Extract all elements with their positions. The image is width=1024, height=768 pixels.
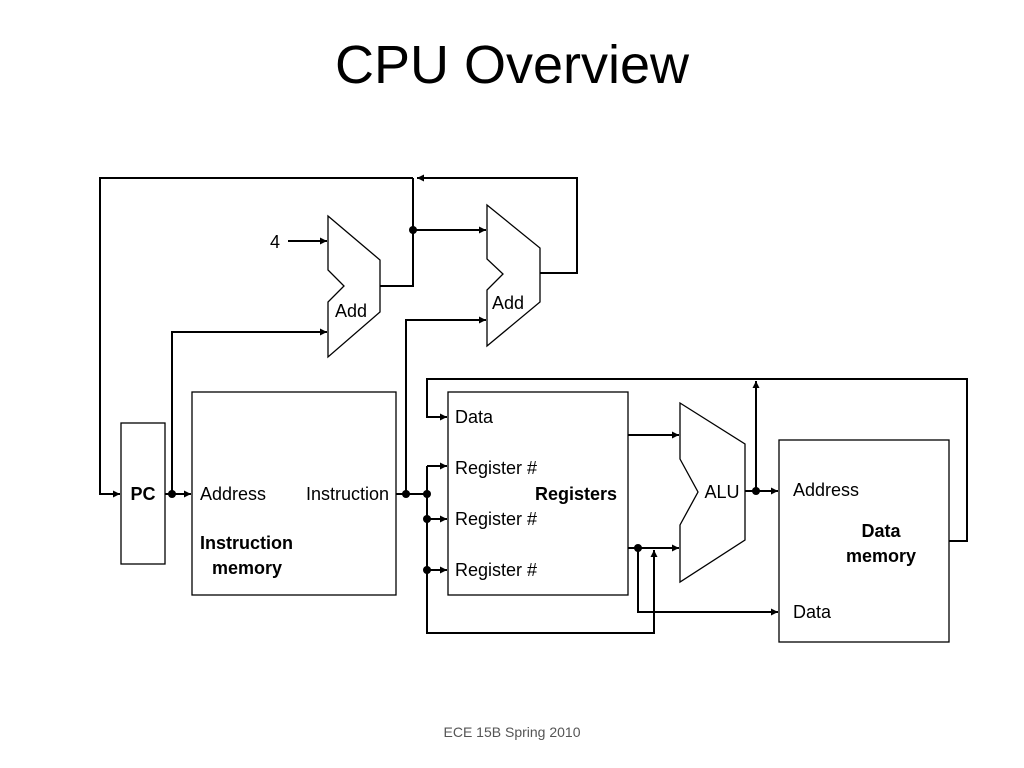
imem-name-line2: memory xyxy=(212,558,282,578)
register-file: Data Register # Registers Register # Reg… xyxy=(447,391,629,596)
pc-label: PC xyxy=(130,484,155,504)
registers-name: Registers xyxy=(535,484,617,504)
alu: ALU xyxy=(679,401,746,584)
wire-adder-output xyxy=(380,178,414,287)
junction-dots xyxy=(168,226,760,574)
wire-branch-adder-output xyxy=(417,174,578,274)
data-memory: Address Data memory Data xyxy=(778,439,950,643)
registers-reg-port-1: Register # xyxy=(455,458,537,478)
wire-imm-to-alu xyxy=(426,550,658,634)
adder-pc: Add xyxy=(327,214,381,359)
slide-footer: ECE 15B Spring 2010 xyxy=(443,724,581,740)
dmem-data-port: Data xyxy=(793,602,832,622)
wire-pc-to-adder xyxy=(171,328,327,494)
imem-name-line1: Instruction xyxy=(200,533,293,553)
adder-branch: Add xyxy=(486,203,541,348)
wire-writeback-loop xyxy=(426,378,968,542)
instruction-memory: Address Instruction Instruction memory xyxy=(191,391,397,596)
dmem-address-port: Address xyxy=(793,480,859,500)
registers-data-port: Data xyxy=(455,407,494,427)
dmem-name-line1: Data xyxy=(861,521,901,541)
adder-branch-label: Add xyxy=(492,293,524,313)
wire-instr-to-branch-adder xyxy=(405,316,486,494)
imem-instruction-port: Instruction xyxy=(306,484,389,504)
adder-pc-label: Add xyxy=(335,301,367,321)
registers-reg-port-2: Register # xyxy=(455,509,537,529)
registers-reg-port-3: Register # xyxy=(455,560,537,580)
pc-register: PC xyxy=(120,422,166,565)
constant-4-label: 4 xyxy=(270,232,280,252)
slide-title: CPU Overview xyxy=(334,35,690,95)
imem-address-port: Address xyxy=(200,484,266,504)
wire-pc-feedback xyxy=(99,177,413,498)
dmem-name-line2: memory xyxy=(846,546,916,566)
alu-label: ALU xyxy=(704,482,739,502)
wire-reg-to-dmem-data xyxy=(637,548,778,616)
